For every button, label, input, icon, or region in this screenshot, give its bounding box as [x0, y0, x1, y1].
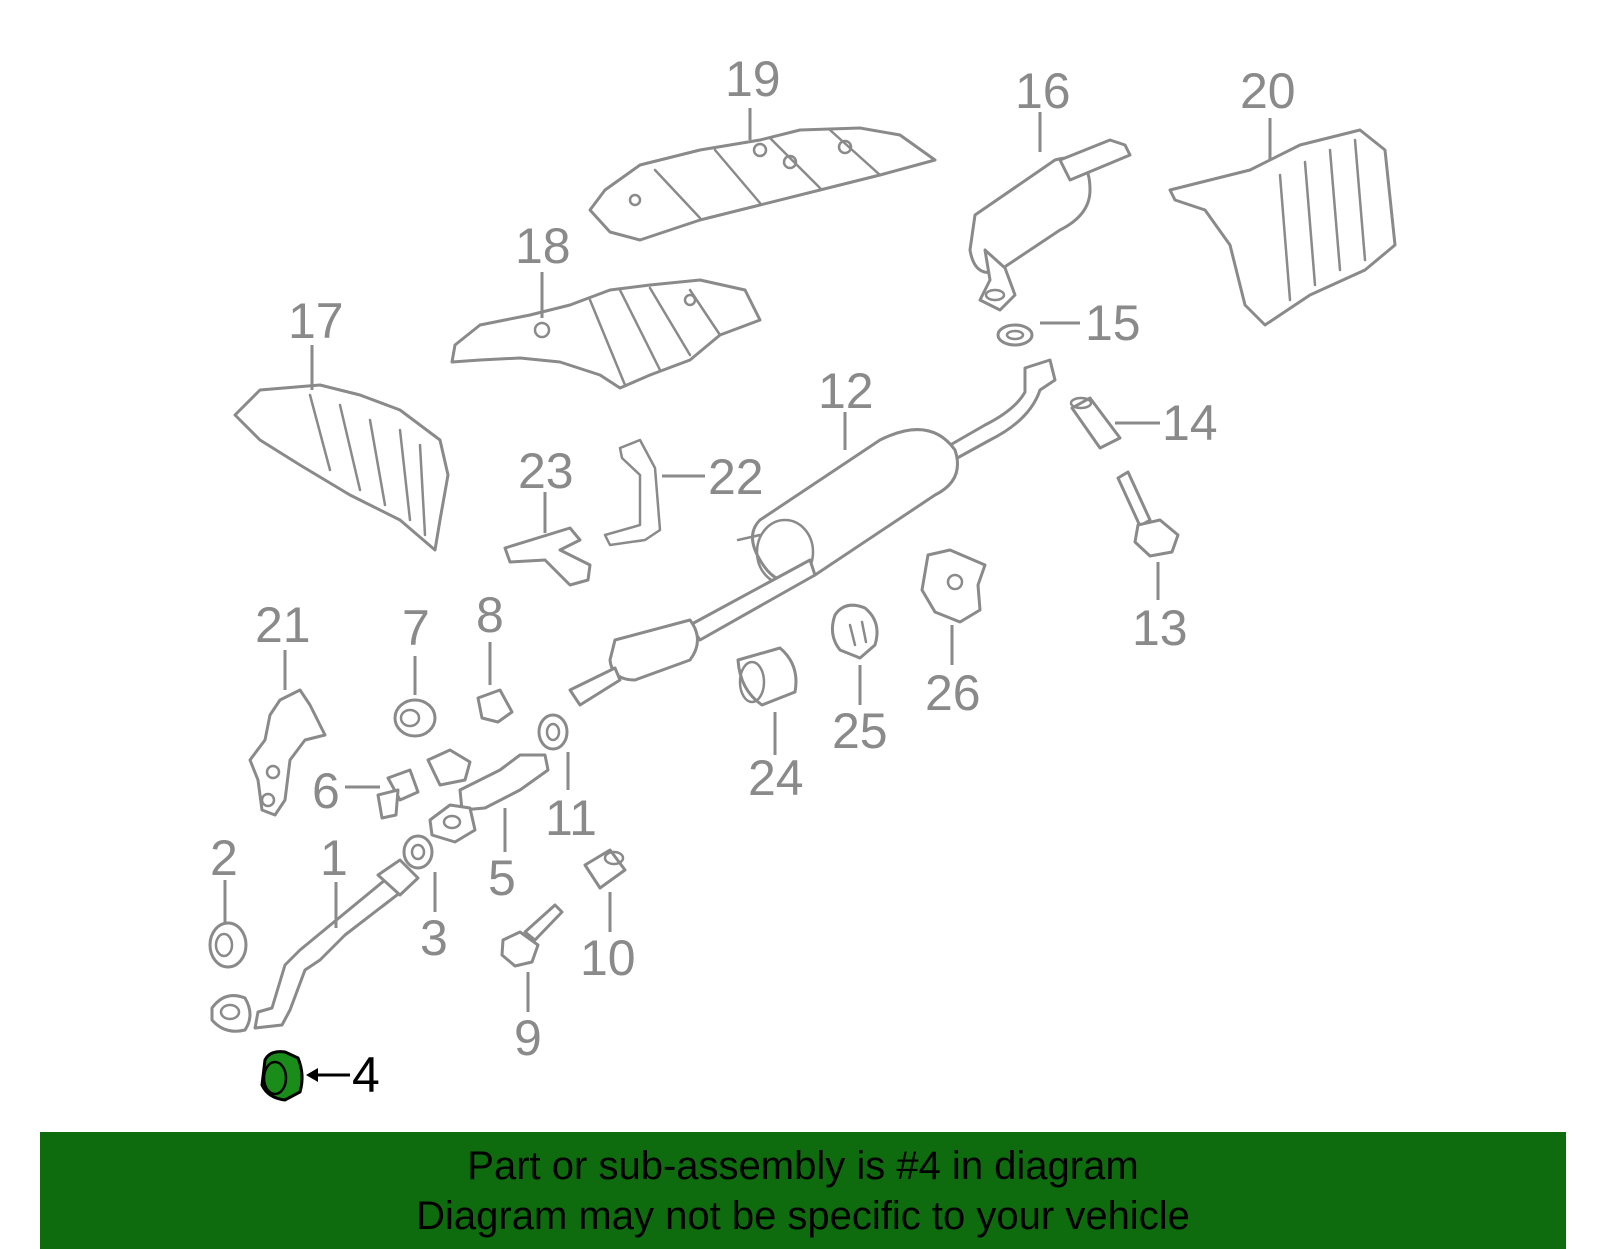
callout-21[interactable]: 21: [255, 597, 311, 653]
callout-20[interactable]: 20: [1240, 63, 1296, 119]
callout-2[interactable]: 2: [210, 830, 238, 886]
part-18-heat-shield[interactable]: [450, 278, 762, 390]
part-3-gasket[interactable]: [402, 834, 434, 870]
part-14-sleeve[interactable]: [1069, 396, 1122, 450]
exhaust-parts-diagram: 19 18 17 16 20 15 12: [208, 51, 1397, 1103]
callout-1[interactable]: 1: [320, 830, 348, 886]
diagram-canvas: 19 18 17 16 20 15 12: [208, 51, 1397, 1103]
part-1-front-exhaust-pipe[interactable]: [210, 858, 420, 1033]
part-11-gasket[interactable]: [537, 713, 569, 751]
banner-line-1: Part or sub-assembly is #4 in diagram: [467, 1143, 1139, 1188]
part-17-heat-shield[interactable]: [233, 383, 450, 552]
callout-14[interactable]: 14: [1162, 395, 1218, 451]
part-15-gasket[interactable]: [996, 323, 1034, 347]
part-4-highlighted-nut[interactable]: [260, 1050, 304, 1102]
part-2-gasket[interactable]: [208, 921, 248, 969]
callout-7[interactable]: 7: [402, 600, 430, 656]
part-22-hanger[interactable]: [603, 438, 662, 547]
callout-5[interactable]: 5: [488, 850, 516, 906]
banner-line-2: Diagram may not be specific to your vehi…: [416, 1193, 1190, 1238]
callout-18[interactable]: 18: [515, 218, 571, 274]
callout-3[interactable]: 3: [420, 910, 448, 966]
callout-23[interactable]: 23: [518, 443, 574, 499]
callout-9[interactable]: 9: [514, 1010, 542, 1066]
callout-26[interactable]: 26: [925, 665, 981, 721]
callout-25[interactable]: 25: [832, 703, 888, 759]
part-10-sleeve[interactable]: [583, 848, 627, 890]
part-24-clamp[interactable]: [736, 646, 798, 707]
part-20-heat-shield[interactable]: [1168, 128, 1397, 327]
callout-6[interactable]: 6: [312, 763, 340, 819]
callout-13[interactable]: 13: [1132, 600, 1188, 656]
callout-15[interactable]: 15: [1085, 295, 1141, 351]
info-banner: Part or sub-assembly is #4 in diagram Di…: [40, 1132, 1566, 1249]
callout-24[interactable]: 24: [748, 750, 804, 806]
callout-11[interactable]: 11: [545, 790, 597, 846]
part-23-bracket[interactable]: [503, 526, 592, 587]
callout-12[interactable]: 12: [818, 363, 874, 419]
part-21-bracket[interactable]: [248, 688, 327, 817]
callout-17[interactable]: 17: [288, 293, 344, 349]
part-26-hanger-insulator[interactable]: [920, 548, 987, 624]
part-16-rear-muffler[interactable]: [968, 138, 1132, 312]
part-6-bolt[interactable]: [376, 768, 420, 820]
part-7-nut[interactable]: [393, 698, 437, 738]
part-25-hanger-insulator[interactable]: [830, 603, 879, 660]
part-13-bolt[interactable]: [1116, 470, 1180, 558]
callout-10[interactable]: 10: [580, 930, 636, 986]
part-catalytic-converter[interactable]: [568, 618, 699, 707]
callout-8[interactable]: 8: [476, 587, 504, 643]
part-8-nut[interactable]: [476, 688, 514, 724]
part-5-front-pipe[interactable]: [426, 748, 550, 844]
callout-16[interactable]: 16: [1015, 63, 1071, 119]
callout-22[interactable]: 22: [708, 449, 764, 505]
arrowhead-4: [306, 1068, 318, 1082]
callout-4[interactable]: 4: [352, 1047, 380, 1103]
part-19-heat-shield[interactable]: [588, 126, 937, 242]
part-12-center-muffler[interactable]: [688, 358, 1057, 642]
part-9-bolt[interactable]: [500, 903, 564, 968]
callout-19[interactable]: 19: [725, 51, 781, 107]
